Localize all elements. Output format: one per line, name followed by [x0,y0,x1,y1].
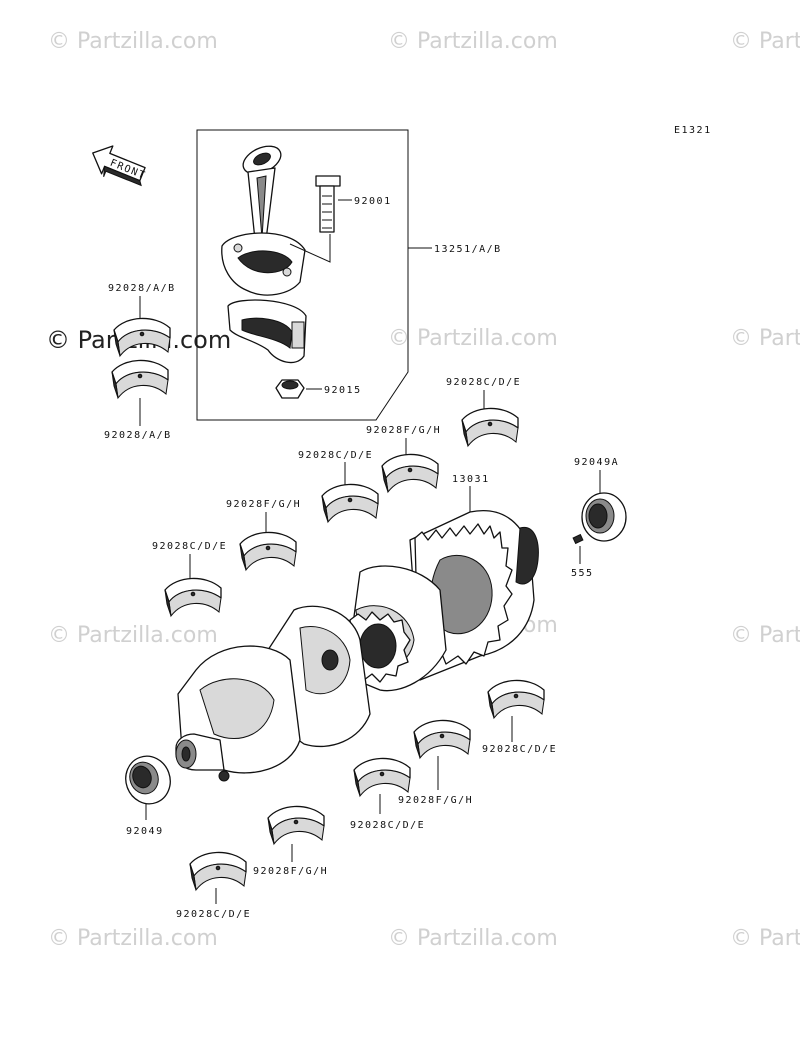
bearing-shell-fgh-2 [239,531,297,571]
connecting-rod [221,145,306,296]
crank-sprocket [345,611,411,683]
callout-92028fgh-3: 92028F/G/H [398,795,473,806]
conrod-cap [227,299,307,364]
callout-13031: 13031 [452,474,490,485]
callout-92028ab-top: 92028/A/B [108,283,176,294]
bearing-shell-cde-5 [353,757,411,797]
callout-92028cde-1: 92028C/D/E [446,377,521,388]
bearing-shell-cde-6 [189,851,247,891]
callout-92015: 92015 [324,385,362,396]
bearing-shell-cde-2 [321,483,379,523]
callout-92028fgh-1: 92028F/G/H [366,425,441,436]
bearing-shell-fgh-1 [381,453,439,493]
callout-92049: 92049 [126,826,164,837]
conrod-nut [275,379,305,399]
bearing-shell-92028ab-lower [111,359,169,399]
watermark: © Partzilla.com [48,29,218,54]
bearing-shell-cde-1 [461,407,519,447]
callout-92028fgh-2: 92028F/G/H [226,499,301,510]
callout-92001: 92001 [354,196,392,207]
crankshaft [175,510,539,782]
watermark: © Partzilla.com [388,926,558,951]
watermark: © Partzilla.com [730,623,800,648]
conrod-assembly-frame [196,129,409,421]
front-arrow-icon: FRONT [92,145,147,187]
diagram-code: E1321 [674,125,712,136]
callout-13251: 13251/A/B [434,244,502,255]
bearing-shell-fgh-3 [413,719,471,759]
callout-92028cde-3: 92028C/D/E [152,541,227,552]
callout-92028cde-2: 92028C/D/E [298,450,373,461]
watermark-layer: © Partzilla.com © Partzilla.com © Partzi… [46,29,800,951]
conrod-bolt [315,175,341,233]
pin-555 [572,533,584,545]
watermark: © Partzilla.com [730,926,800,951]
bearing-shell-cde-4 [487,679,545,719]
oil-seal-92049a [581,492,627,542]
watermark: © Partzilla.com [730,29,800,54]
callout-92049a: 92049A [574,457,619,468]
watermark: © Partzilla.com [388,29,558,54]
watermark: © Partzilla.com [388,326,558,351]
callout-555: 555 [571,568,594,579]
callout-92028ab-bottom: 92028/A/B [104,430,172,441]
callout-92028fgh-4: 92028F/G/H [253,866,328,877]
bearing-shell-cde-3 [164,577,222,617]
callout-92028cde-6: 92028C/D/E [176,909,251,920]
watermark: © Partzilla.com [730,326,800,351]
callout-92028cde-4: 92028C/D/E [482,744,557,755]
oil-seal-92049 [125,755,171,805]
callout-92028cde-5: 92028C/D/E [350,820,425,831]
watermark: © Partzilla.com [48,926,218,951]
watermark: © Partzilla.com [48,623,218,648]
bearing-shell-fgh-4 [267,805,325,845]
